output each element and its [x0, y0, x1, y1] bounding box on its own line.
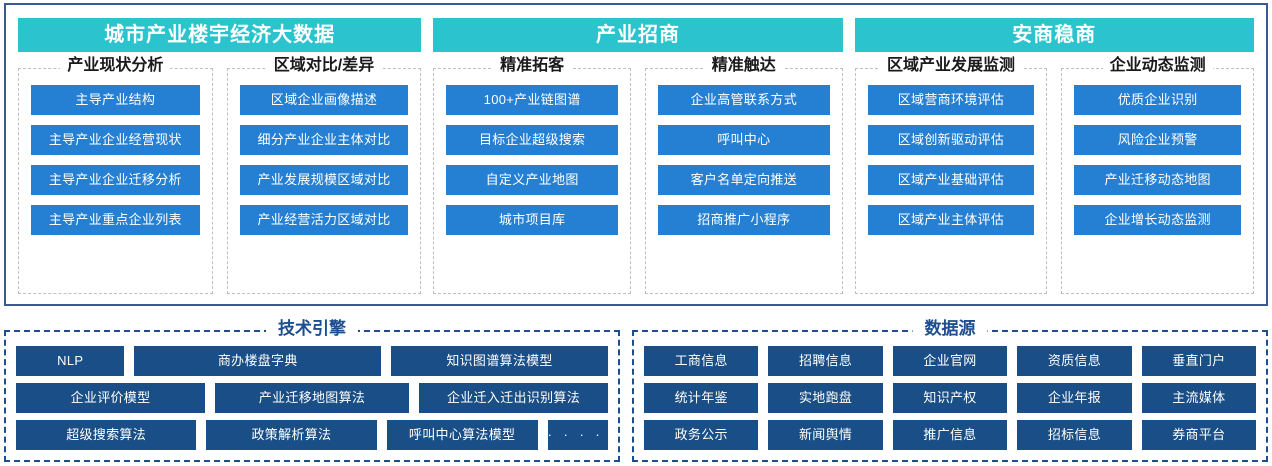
tech-engine-row: 企业评价模型 产业迁移地图算法 企业迁入迁出识别算法 — [16, 383, 609, 413]
chip-item[interactable]: 细分产业企业主体对比 — [239, 125, 409, 155]
group-title: 区域对比/差异 — [266, 56, 382, 76]
chip-item[interactable]: 区域产业基础评估 — [867, 165, 1035, 195]
section-title: 技术引擎 — [266, 318, 358, 340]
panel-header: 城市产业楼宇经济大数据 — [18, 18, 422, 52]
chip-item[interactable]: 区域营商环境评估 — [867, 85, 1035, 115]
tech-chip[interactable]: NLP — [16, 346, 125, 376]
tech-engine-row: 超级搜索算法 政策解析算法 呼叫中心算法模型 · · · · · — [16, 420, 608, 450]
chip-item[interactable]: 区域企业画像描述 — [239, 85, 409, 115]
data-source-chip[interactable]: 主流媒体 — [1141, 383, 1257, 413]
panel-business-stabilization: 安商稳商 区域产业发展监测 区域营商环境评估 区域创新驱动评估 区域产业基础评估… — [854, 18, 1255, 294]
tech-chip[interactable]: 知识图谱算法模型 — [391, 346, 608, 376]
group-precise-customer-expansion: 精准拓客 100+产业链图谱 目标企业超级搜索 自定义产业地图 城市项目库 — [433, 56, 631, 294]
panel-groups: 区域产业发展监测 区域营商环境评估 区域创新驱动评估 区域产业基础评估 区域产业… — [854, 56, 1255, 294]
group-title: 精准拓客 — [493, 56, 572, 76]
data-source-chip[interactable]: 资质信息 — [1017, 346, 1132, 376]
data-source-chip[interactable]: 招标信息 — [1017, 420, 1132, 450]
chip-item[interactable]: 风险企业预警 — [1074, 125, 1242, 155]
group-enterprise-dynamic-monitoring: 企业动态监测 优质企业识别 风险企业预警 产业迁移动态地图 企业增长动态监测 — [1061, 56, 1255, 294]
chip-item[interactable]: 区域产业主体评估 — [867, 205, 1035, 235]
chip-item[interactable]: 主导产业结构 — [31, 85, 200, 115]
chip-item[interactable]: 100+产业链图谱 — [446, 85, 618, 115]
panel-groups: 精准拓客 100+产业链图谱 目标企业超级搜索 自定义产业地图 城市项目库 精准… — [433, 56, 843, 294]
chip-item[interactable]: 产业经营活力区域对比 — [239, 205, 409, 235]
data-source-chip[interactable]: 实地跑盘 — [768, 383, 883, 413]
tech-chip[interactable]: 企业评价模型 — [16, 383, 206, 413]
data-source-row: 政务公示 新闻舆情 推广信息 招标信息 券商平台 — [644, 420, 1257, 450]
chip-item[interactable]: 城市项目库 — [446, 205, 618, 235]
tech-chip[interactable]: 产业迁移地图算法 — [215, 383, 409, 413]
tech-chip[interactable]: 商办楼盘字典 — [134, 346, 382, 376]
group-precise-reach: 精准触达 企业高管联系方式 呼叫中心 客户名单定向推送 招商推广小程序 — [644, 56, 843, 294]
chip-item[interactable]: 优质企业识别 — [1074, 85, 1242, 115]
section-title: 数据源 — [912, 318, 988, 340]
group-title: 区域产业发展监测 — [879, 56, 1022, 76]
data-source-chip[interactable]: 新闻舆情 — [768, 420, 883, 450]
section-data-source: 数据源 工商信息 招聘信息 企业官网 资质信息 垂直门户 统计年鉴 实地跑盘 知… — [632, 318, 1268, 462]
chip-item[interactable]: 目标企业超级搜索 — [446, 125, 618, 155]
data-source-chip[interactable]: 工商信息 — [644, 346, 759, 376]
group-title: 产业现状分析 — [60, 56, 171, 76]
data-source-chip[interactable]: 垂直门户 — [1141, 346, 1257, 376]
chip-item[interactable]: 产业迁移动态地图 — [1074, 165, 1242, 195]
tech-chip[interactable]: 政策解析算法 — [206, 420, 377, 450]
panel-industry-investment-promotion: 产业招商 精准拓客 100+产业链图谱 目标企业超级搜索 自定义产业地图 城市项… — [433, 18, 843, 294]
chip-item[interactable]: 主导产业企业经营现状 — [31, 125, 200, 155]
panel-header: 安商稳商 — [854, 18, 1254, 52]
chip-item[interactable]: 企业增长动态监测 — [1074, 205, 1242, 235]
panel-header: 产业招商 — [433, 18, 843, 52]
group-title: 精准触达 — [704, 56, 783, 76]
data-source-chip[interactable]: 推广信息 — [892, 420, 1008, 450]
tech-chip[interactable]: 企业迁入迁出识别算法 — [419, 383, 609, 413]
chip-item[interactable]: 自定义产业地图 — [446, 165, 618, 195]
panel-city-industry-building-economy-bigdata: 城市产业楼宇经济大数据 产业现状分析 主导产业结构 主导产业企业经营现状 主导产… — [18, 18, 422, 294]
data-source-chip[interactable]: 企业年报 — [1017, 383, 1132, 413]
foundation-row: 技术引擎 NLP 商办楼盘字典 知识图谱算法模型 企业评价模型 产业迁移地图算法… — [4, 318, 1268, 462]
chip-item[interactable]: 客户名单定向推送 — [657, 165, 830, 195]
chip-item[interactable]: 企业高管联系方式 — [657, 85, 830, 115]
section-tech-engine: 技术引擎 NLP 商办楼盘字典 知识图谱算法模型 企业评价模型 产业迁移地图算法… — [4, 318, 620, 462]
group-title: 企业动态监测 — [1102, 56, 1213, 76]
data-source-chip[interactable]: 券商平台 — [1141, 420, 1257, 450]
tech-chip[interactable]: 呼叫中心算法模型 — [386, 420, 538, 450]
data-source-chip[interactable]: 统计年鉴 — [644, 383, 759, 413]
data-source-row: 工商信息 招聘信息 企业官网 资质信息 垂直门户 — [644, 346, 1257, 376]
chip-item[interactable]: 招商推广小程序 — [657, 205, 830, 235]
tech-chip[interactable]: 超级搜索算法 — [16, 420, 197, 450]
data-source-chip[interactable]: 知识产权 — [892, 383, 1008, 413]
tech-engine-row: NLP 商办楼盘字典 知识图谱算法模型 — [16, 346, 608, 376]
chip-item[interactable]: 区域创新驱动评估 — [867, 125, 1035, 155]
data-source-chip[interactable]: 招聘信息 — [768, 346, 883, 376]
data-source-chip[interactable]: 政务公示 — [644, 420, 759, 450]
chip-item[interactable]: 主导产业企业迁移分析 — [31, 165, 200, 195]
panel-groups: 产业现状分析 主导产业结构 主导产业企业经营现状 主导产业企业迁移分析 主导产业… — [18, 56, 422, 294]
chip-item[interactable]: 产业发展规模区域对比 — [239, 165, 409, 195]
capability-frame: 城市产业楼宇经济大数据 产业现状分析 主导产业结构 主导产业企业经营现状 主导产… — [4, 3, 1268, 306]
group-regional-comparison-difference: 区域对比/差异 区域企业画像描述 细分产业企业主体对比 产业发展规模区域对比 产… — [226, 56, 422, 294]
group-industry-status-analysis: 产业现状分析 主导产业结构 主导产业企业经营现状 主导产业企业迁移分析 主导产业… — [18, 56, 213, 294]
group-regional-industry-development-monitoring: 区域产业发展监测 区域营商环境评估 区域创新驱动评估 区域产业基础评估 区域产业… — [854, 56, 1048, 294]
tech-chip-more-ellipsis[interactable]: · · · · · — [547, 420, 608, 450]
chip-item[interactable]: 呼叫中心 — [657, 125, 830, 155]
chip-item[interactable]: 主导产业重点企业列表 — [31, 205, 200, 235]
data-source-row: 统计年鉴 实地跑盘 知识产权 企业年报 主流媒体 — [644, 383, 1257, 413]
data-source-chip[interactable]: 企业官网 — [892, 346, 1008, 376]
